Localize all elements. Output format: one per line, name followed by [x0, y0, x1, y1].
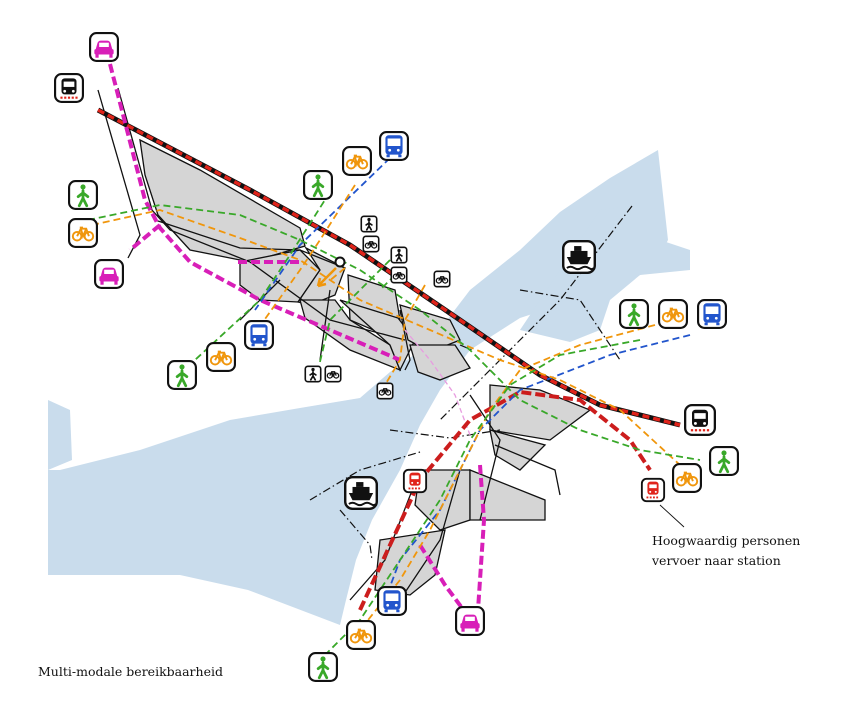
annotation-line-1: Hoogwaardig personen [652, 533, 801, 548]
bike-icon [362, 235, 380, 253]
bike-icon [672, 463, 702, 493]
ferry-icon [344, 476, 378, 510]
pedestrian-icon [709, 446, 739, 476]
harbour-basin [520, 205, 690, 342]
west-bay [48, 400, 72, 470]
ferry-routes [309, 205, 633, 561]
tram-icon [640, 477, 666, 503]
pedestrian-link [404, 329, 471, 436]
bike-icon [376, 382, 394, 400]
ferry-icon [562, 240, 596, 274]
bike-icon [346, 620, 376, 650]
tram-icon [402, 468, 428, 494]
diagram-caption: Multi-modale bereikbaarheid [38, 664, 223, 679]
station-annotation: Hoogwaardig personen vervoer naar statio… [652, 531, 800, 571]
pedestrian-icon [308, 652, 338, 682]
bike-icon [342, 146, 372, 176]
car-icon [455, 606, 485, 636]
bus-icon [697, 299, 727, 329]
pedestrian-icon [619, 299, 649, 329]
bike-icon [206, 342, 236, 372]
transfer-arrow [316, 267, 337, 288]
river-water [48, 150, 668, 625]
annotation-leader [659, 504, 685, 528]
bike-routes [91, 184, 681, 631]
bike-icon [68, 218, 98, 248]
road-outlines [97, 87, 561, 601]
bus-icon [377, 586, 407, 616]
car-routes [108, 63, 487, 614]
pedestrian-icon [167, 360, 197, 390]
bike-icon [324, 365, 342, 383]
car-icon [94, 259, 124, 289]
bike-icon [658, 299, 688, 329]
bus-icon [244, 320, 274, 350]
train-icon [54, 73, 84, 103]
pedestrian-icon [304, 365, 322, 383]
bus-icon [379, 131, 409, 161]
train-icon [684, 404, 716, 436]
urban-blocks [139, 138, 592, 596]
pedestrian-icon [303, 170, 333, 200]
pedestrian-icon [68, 180, 98, 210]
car-icon [89, 32, 119, 62]
pedestrian-icon [360, 215, 378, 233]
pedestrian-icon [390, 246, 408, 264]
bike-icon [433, 270, 451, 288]
annotation-line-2: vervoer naar station [652, 553, 781, 568]
bike-icon [390, 266, 408, 284]
station-marker [334, 256, 346, 268]
